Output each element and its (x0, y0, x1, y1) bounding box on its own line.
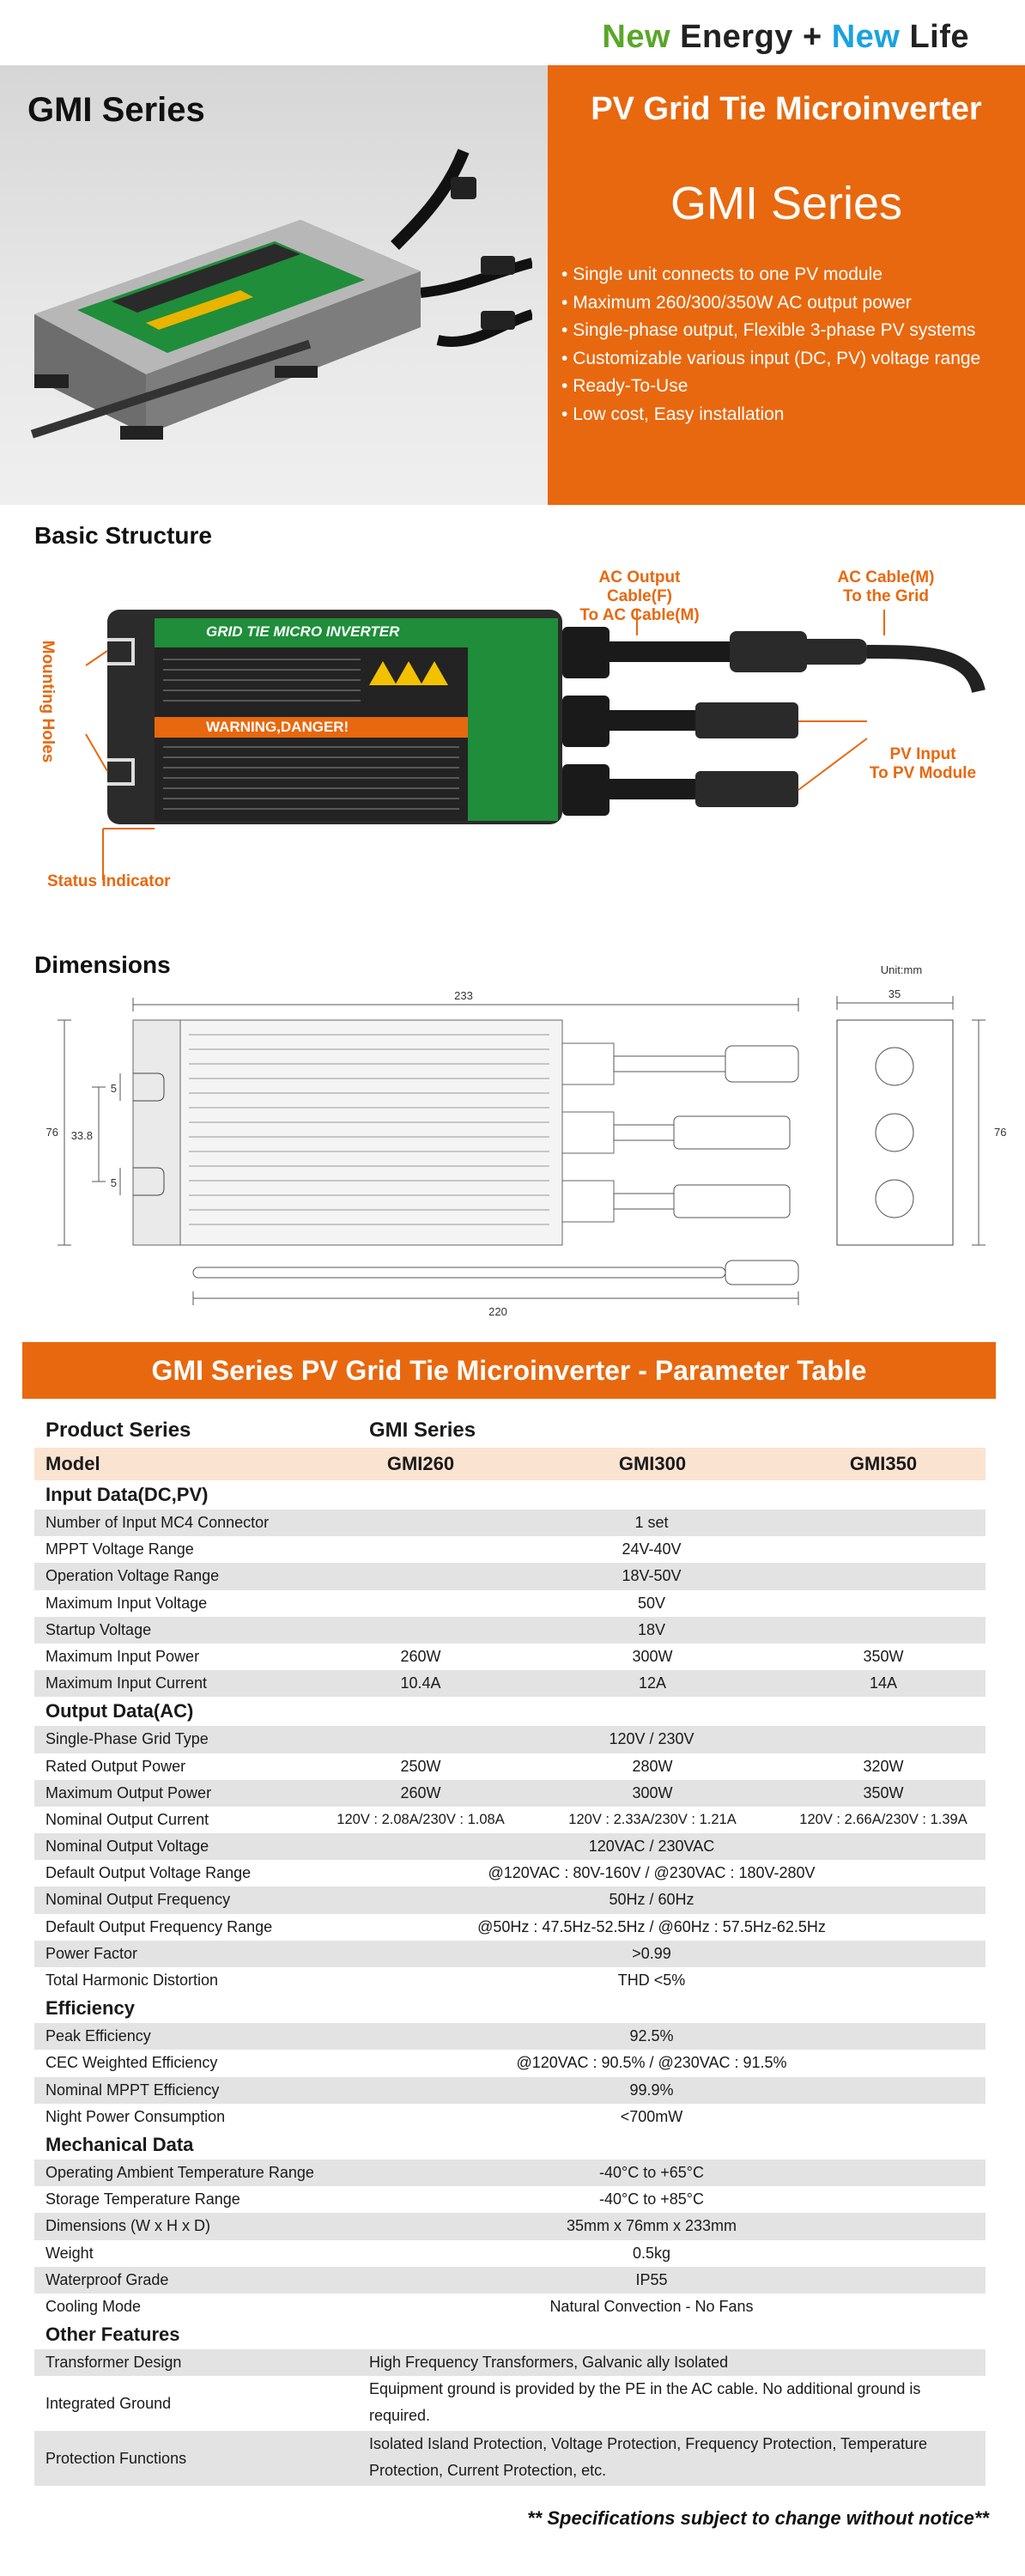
table-row: Default Output Frequency Range@50Hz : 47… (45, 1917, 826, 1935)
footnote: ** Specifications subject to change with… (527, 2507, 989, 2529)
feature-item: Low cost, Easy installation (561, 401, 980, 429)
feature-item: Ready-To-Use (561, 373, 980, 401)
section-output: Output Data(AC) (45, 1700, 194, 1722)
dim-cable-220: 220 (488, 1305, 507, 1318)
table-row: Power Factor>0.99 (34, 1940, 986, 1967)
hero-product-panel: GMI Series (0, 65, 548, 505)
dimension-svg: 233 220 76 33.8 5 5 35 76 Unit:mm (46, 963, 1007, 1318)
tagline-new-2: New (831, 19, 901, 55)
section-efficiency: Efficiency (45, 1997, 135, 2020)
feature-item: Customizable various input (DC, PV) volt… (561, 345, 980, 374)
table-row: Dimensions (W x H x D)35mm x 76mm x 233m… (34, 2213, 986, 2240)
tagline-new-1: New (602, 19, 671, 55)
hero-feature-list: Single unit connects to one PV module Ma… (561, 261, 980, 428)
hero-info-panel: PV Grid Tie Microinverter GMI Series Sin… (548, 65, 1025, 505)
table-row-model: Model GMI260 GMI300 GMI350 (34, 1448, 986, 1480)
basic-structure-title: Basic Structure (34, 522, 212, 549)
brand-tagline: New Energy + New Life (602, 19, 969, 56)
dimensions-drawing: 233 220 76 33.8 5 5 35 76 Unit:mm (0, 945, 1025, 1322)
hero-series-big: GMI Series (670, 178, 903, 229)
parameter-table: Product Series GMI Series Model GMI260 G… (34, 1413, 986, 2487)
brand-header: New Energy + New Life (0, 0, 1025, 65)
hero-series-label: GMI Series (27, 91, 205, 129)
table-row: CEC Weighted Efficiency@120VAC : 90.5% /… (45, 2054, 787, 2072)
dim-length-233: 233 (454, 989, 473, 1002)
product-photo (30, 149, 532, 440)
callout-pv-input: PV Input To PV Module (869, 745, 977, 782)
tagline-life: Life (909, 19, 969, 55)
table-row: Operating Ambient Temperature Range-40°C… (34, 2159, 986, 2187)
dimensions-title: Dimensions (34, 951, 171, 978)
feature-item: Maximum 260/300/350W AC output power (561, 289, 980, 318)
dim-hole-5-bottom: 5 (111, 1176, 117, 1189)
feature-item: Single unit connects to one PV module (561, 261, 980, 289)
feature-item: Single-phase output, Flexible 3-phase PV… (561, 317, 980, 345)
basic-structure-diagram: GRID TIE MICRO INVERTER WARNING,DANGER! … (0, 550, 1025, 910)
table-row: Night Power Consumption<700mW (45, 2107, 683, 2125)
inverter-diagram (85, 610, 986, 880)
section-input: Input Data(DC,PV) (45, 1484, 209, 1505)
callout-mounting-holes: Mounting Holes (39, 640, 57, 763)
callout-ac-output: AC Output Cable(F) To AC Cable(M) (579, 568, 700, 624)
section-mechanical: Mechanical Data (45, 2133, 194, 2155)
dim-hole-5-top: 5 (111, 1082, 117, 1095)
parameter-table-banner: GMI Series PV Grid Tie Microinverter - P… (22, 1342, 996, 1399)
hero-title: PV Grid Tie Microinverter (591, 91, 982, 127)
tagline-energy: Energy + (680, 19, 822, 55)
dim-unit: Unit:mm (881, 963, 922, 976)
dim-mid-33-8: 33.8 (71, 1129, 93, 1142)
dim-width-35: 35 (889, 987, 901, 1000)
callout-status-indicator: Status Indicator (47, 872, 171, 890)
section-other: Other Features (45, 2324, 180, 2346)
callout-ac-cable: AC Cable(M) To the Grid (837, 568, 935, 605)
diagram-label-title: GRID TIE MICRO INVERTER (206, 623, 400, 640)
table-row: Default Output Voltage Range@120VAC : 80… (45, 1864, 816, 1882)
dim-height-76: 76 (46, 1126, 58, 1139)
diagram-label-warning: WARNING,DANGER! (206, 719, 349, 735)
table-row: Storage Temperature Range-40°C to +85°C (45, 2190, 704, 2208)
dim-height-right-76: 76 (994, 1126, 1006, 1139)
hero-section: GMI Series PV Grid Tie Microinver (0, 65, 1025, 505)
table-row-product-series: Product Series GMI Series (45, 1419, 476, 1442)
